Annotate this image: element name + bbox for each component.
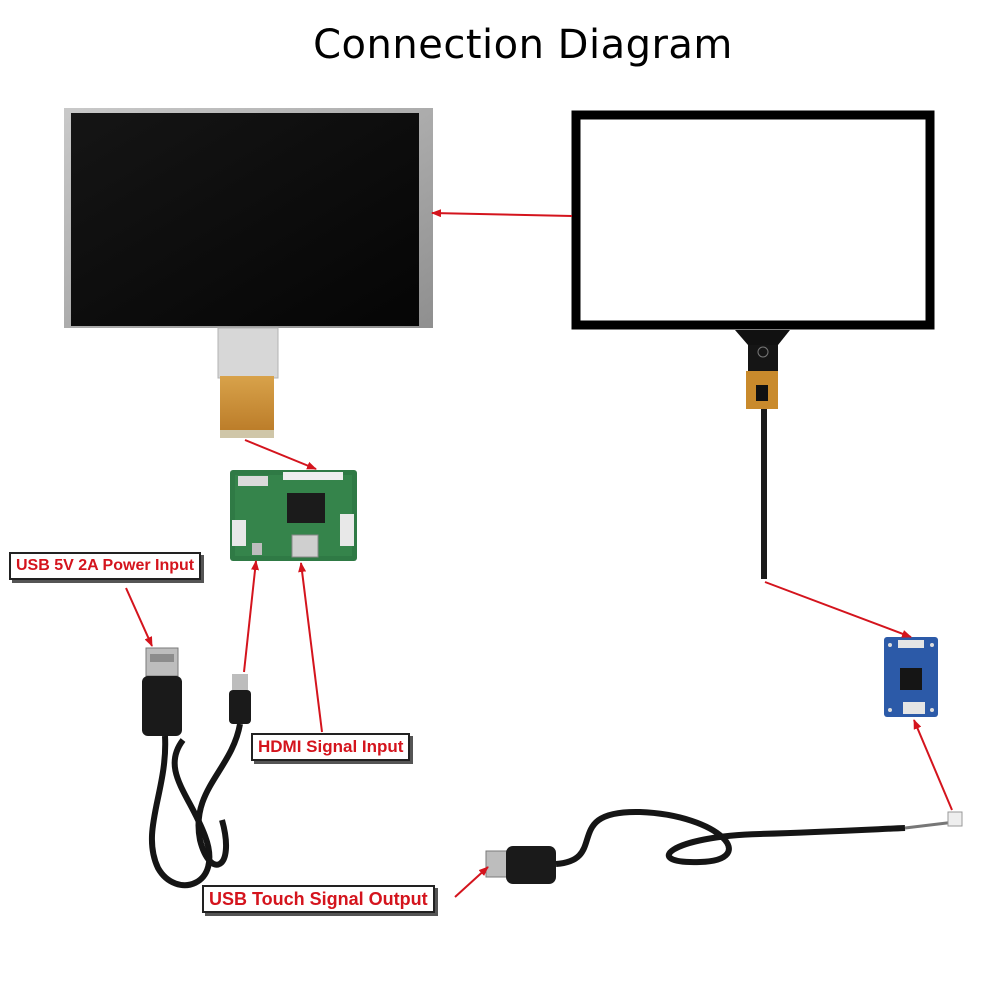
usb-micro-cable-icon — [142, 647, 251, 889]
arrow-micro-to-board — [243, 560, 260, 673]
hdmi-input-label: HDMI Signal Input — [251, 733, 411, 761]
touch-controller-board-icon — [884, 637, 938, 717]
arrow-hdmi-to-board — [298, 562, 323, 733]
arrow-touch-to-lcd — [431, 209, 573, 218]
arrow-cable-to-controller — [913, 719, 953, 811]
arrow-touch-tail-to-controller — [764, 581, 912, 638]
usb-touch-output-label: USB Touch Signal Output — [202, 885, 435, 913]
touch-panel-icon — [571, 110, 935, 579]
hdmi-driver-board-icon — [230, 470, 357, 561]
lcd-panel-icon — [64, 108, 433, 438]
power-input-label: USB 5V 2A Power Input — [9, 552, 202, 580]
arrow-label-to-usb — [454, 866, 489, 898]
arrow-power-to-cable — [125, 587, 153, 647]
usb-cable-icon — [485, 808, 963, 884]
connection-arrows — [125, 209, 953, 898]
arrow-lcd-to-board — [244, 439, 317, 470]
diagram-title: Connection Diagram — [313, 22, 733, 68]
